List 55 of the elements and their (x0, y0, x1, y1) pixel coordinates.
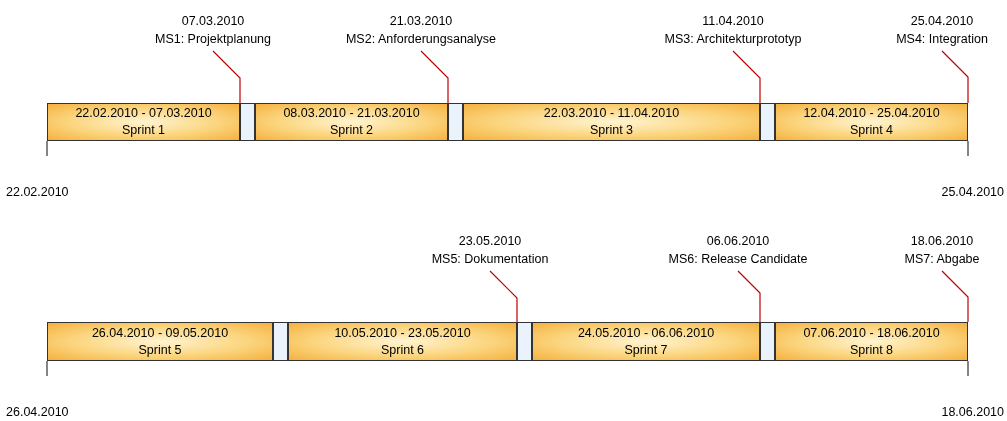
date-range: 24.05.2010 - 06.06.2010 (577, 324, 715, 342)
sprint-bar (775, 322, 968, 361)
sprint-name: Sprint 7 (624, 341, 668, 359)
sprint-bar (47, 322, 273, 361)
leader-line (941, 50, 969, 104)
date-range: 10.05.2010 - 23.05.2010 (334, 324, 471, 342)
sprint-bar (288, 322, 517, 361)
milestone-date: 25.04.2010 (910, 13, 974, 30)
milestone-date: 06.06.2010 (706, 233, 770, 250)
sprint-name: Sprint 4 (849, 122, 894, 139)
sprint-bar (255, 103, 448, 141)
sprint-name: Sprint 2 (329, 122, 374, 139)
date-range: 12.04.2010 - 25.04.2010 (803, 105, 940, 122)
date-range: 22.03.2010 - 11.04.2010 (543, 105, 680, 122)
milestone-date: 21.03.2010 (389, 13, 453, 30)
timeline-date: 18.06.2010 (941, 404, 1004, 421)
timeline-date: 25.04.2010 (941, 184, 1004, 201)
gap-box (273, 322, 288, 361)
gap-box (448, 103, 463, 141)
sprint-name: Sprint 8 (849, 341, 894, 359)
leader-line (737, 270, 761, 323)
date-range: 22.02.2010 - 07.03.2010 (75, 105, 212, 122)
sprint-name: Sprint 1 (121, 122, 166, 139)
sprint-bar (463, 103, 760, 141)
sprint-bar (775, 103, 968, 141)
leader-line (732, 50, 761, 104)
timeline-date: 26.04.2010 (6, 404, 69, 421)
milestone-date: 07.03.2010 (181, 13, 245, 30)
gap-box (760, 322, 775, 361)
date-range: 08.03.2010 - 21.03.2010 (283, 105, 420, 122)
leader-line (489, 270, 518, 323)
milestone-name: MS7: Abgabe (904, 251, 980, 268)
milestone-name: MS1: Projektplanung (154, 31, 271, 48)
timeline-date: 22.02.2010 (6, 184, 69, 201)
sprint-bar (532, 322, 760, 361)
milestone-date: 11.04.2010 (702, 13, 764, 30)
gap-box (760, 103, 775, 141)
leader-line (941, 270, 969, 323)
milestone-name: MS5: Dokumentation (431, 251, 549, 268)
leader-line (420, 50, 449, 104)
date-range: 07.06.2010 - 18.06.2010 (803, 324, 940, 342)
gap-box (517, 322, 532, 361)
sprint-name: Sprint 3 (589, 122, 634, 139)
milestone-date: 23.05.2010 (458, 233, 522, 250)
milestone-name: MS6: Release Candidate (668, 251, 808, 268)
milestone-date: 18.06.2010 (910, 233, 974, 250)
sprint-name: Sprint 6 (380, 341, 425, 359)
milestone-name: MS3: Architekturprototyp (664, 31, 802, 48)
milestone-name: MS4: Integration (896, 31, 988, 48)
milestone-name: MS2: Anforderungsanalyse (345, 31, 497, 48)
gap-box (240, 103, 255, 141)
sprint-bar (47, 103, 240, 141)
date-range: 26.04.2010 - 09.05.2010 (91, 324, 229, 342)
sprint-name: Sprint 5 (138, 341, 182, 359)
leader-line (212, 50, 241, 104)
